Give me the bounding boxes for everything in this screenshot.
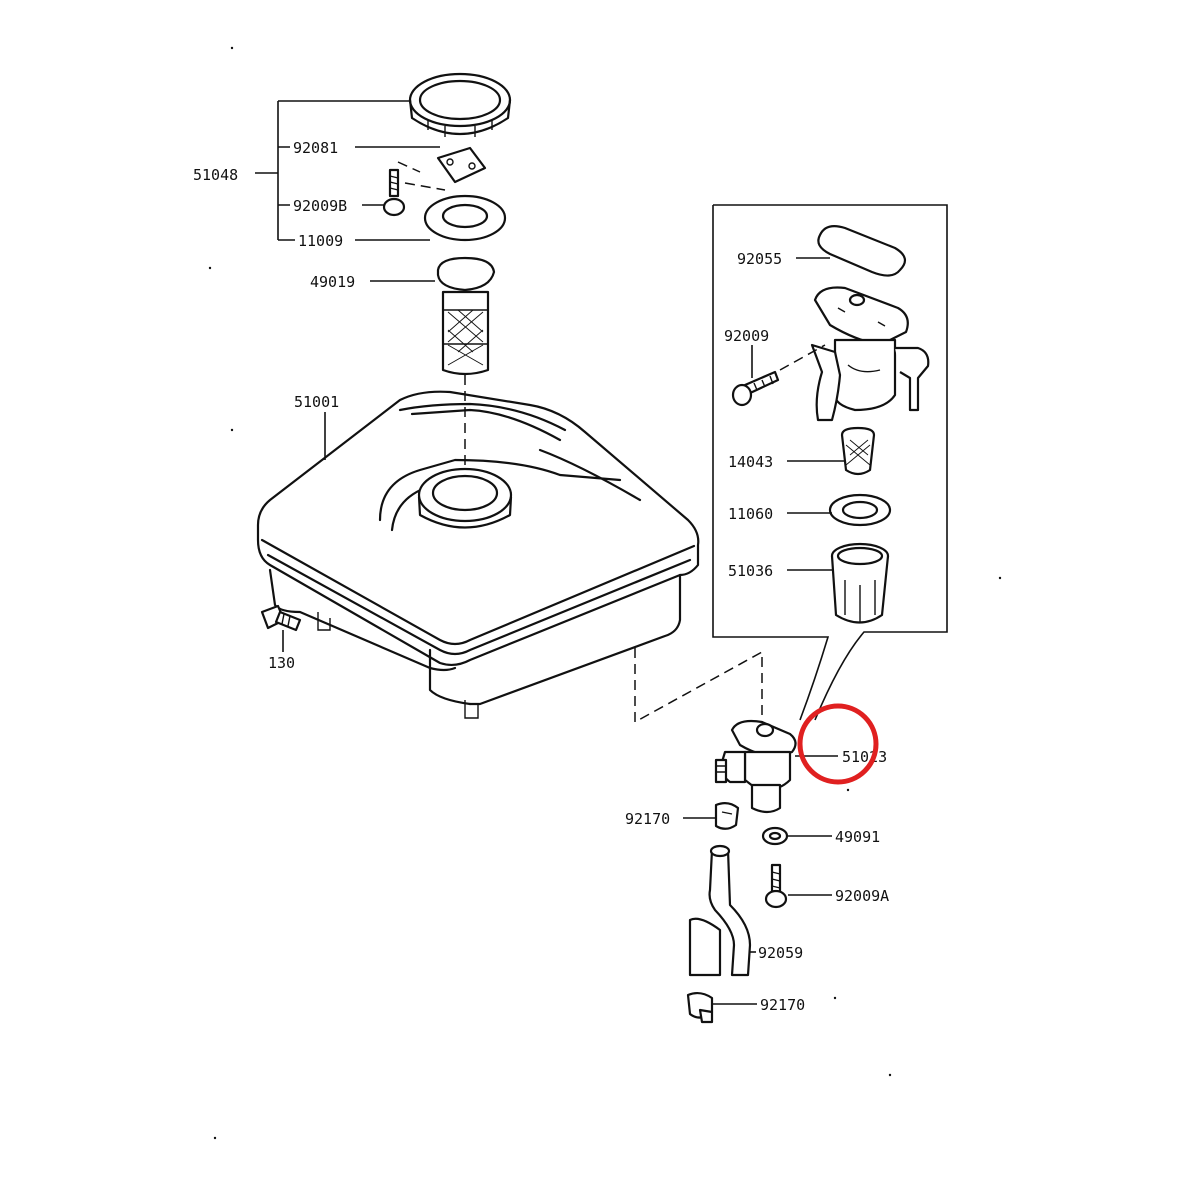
- fuel-filter-49019: [436, 256, 496, 376]
- label-11060: 11060: [728, 505, 773, 523]
- strainer-14043: [840, 426, 876, 476]
- bracket-51048: [255, 100, 410, 241]
- clamp-92170-lower: [686, 991, 714, 1024]
- fuel-hose-92059: [688, 844, 752, 977]
- cap-dash-1: [397, 161, 421, 173]
- inset-box: [712, 204, 948, 721]
- scan-speckles: [208, 46, 1002, 1140]
- clamp-92170-upper: [714, 801, 740, 830]
- label-92170-upper: 92170: [625, 810, 670, 828]
- screw-92009: [731, 370, 780, 407]
- gasket-92055: [817, 225, 907, 277]
- label-130: 130: [268, 654, 295, 672]
- bolt-130: [260, 604, 302, 632]
- fuel-valve-detail: [810, 286, 930, 422]
- label-51023: 51023: [842, 748, 887, 766]
- screw-dash: [779, 344, 826, 371]
- screw-92009b: [382, 168, 406, 217]
- label-11009: 11009: [298, 232, 343, 250]
- cap-plate-92081: [436, 146, 487, 184]
- label-92170-lower: 92170: [760, 996, 805, 1014]
- washer-49091: [761, 826, 789, 846]
- fuel-valve-51023: [714, 719, 797, 814]
- label-51001: 51001: [294, 393, 339, 411]
- screw-92009a: [764, 863, 788, 909]
- label-92059: 92059: [758, 944, 803, 962]
- label-49091: 49091: [835, 828, 880, 846]
- label-92055: 92055: [737, 250, 782, 268]
- fuel-tank-51001: [256, 390, 700, 719]
- label-92081: 92081: [293, 139, 338, 157]
- gasket-11009: [423, 194, 507, 242]
- label-92009: 92009: [724, 327, 769, 345]
- highlight-circle: [797, 703, 879, 785]
- label-49019: 49019: [310, 273, 355, 291]
- bowl-51036: [830, 542, 890, 624]
- fuel-cap: [408, 72, 512, 137]
- label-92009b: 92009B: [293, 197, 347, 215]
- label-14043: 14043: [728, 453, 773, 471]
- washer-11060: [828, 493, 892, 527]
- valve-dash: [634, 648, 763, 724]
- label-51048: 51048: [193, 166, 238, 184]
- cap-dash-2: [404, 182, 446, 191]
- label-51036: 51036: [728, 562, 773, 580]
- label-92009a: 92009A: [835, 887, 889, 905]
